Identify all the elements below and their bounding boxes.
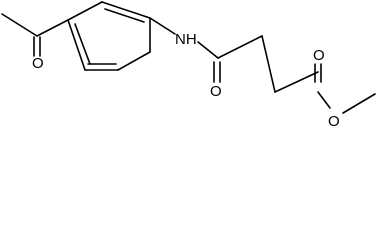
ring-inner-double-bond-left [74, 23, 91, 65]
ring-inner-double-bond-top [104, 8, 145, 23]
bond-chain-3 [274, 71, 319, 93]
ring-bond-2 [101, 1, 151, 19]
ester-carbonyl-oxygen-label: O [313, 47, 325, 64]
ring-bond-4 [117, 51, 151, 71]
ester-ether-oxygen-label: O [328, 113, 340, 130]
bond-methyl-to-acetyl-carbon [1, 13, 38, 37]
chemical-structure-diagram: O NH O O O [1, 1, 376, 130]
acetyl-oxygen-label: O [32, 55, 44, 72]
bond-chain-2 [261, 35, 276, 93]
ring-bond-6 [67, 19, 86, 71]
bond-acetyl-carbon-to-ring [36, 19, 69, 37]
bond-chain-1 [217, 35, 263, 59]
ring-bond-1 [67, 1, 103, 21]
bond-ring-to-nitrogen [149, 17, 176, 35]
bond-nitrogen-to-amide-carbon [197, 41, 219, 59]
bond-oxygen-to-methyl [342, 93, 376, 114]
amide-oxygen-label: O [210, 83, 222, 100]
bond-ester-carbon-to-oxygen [317, 91, 331, 109]
amide-nh-label: NH [175, 31, 197, 48]
